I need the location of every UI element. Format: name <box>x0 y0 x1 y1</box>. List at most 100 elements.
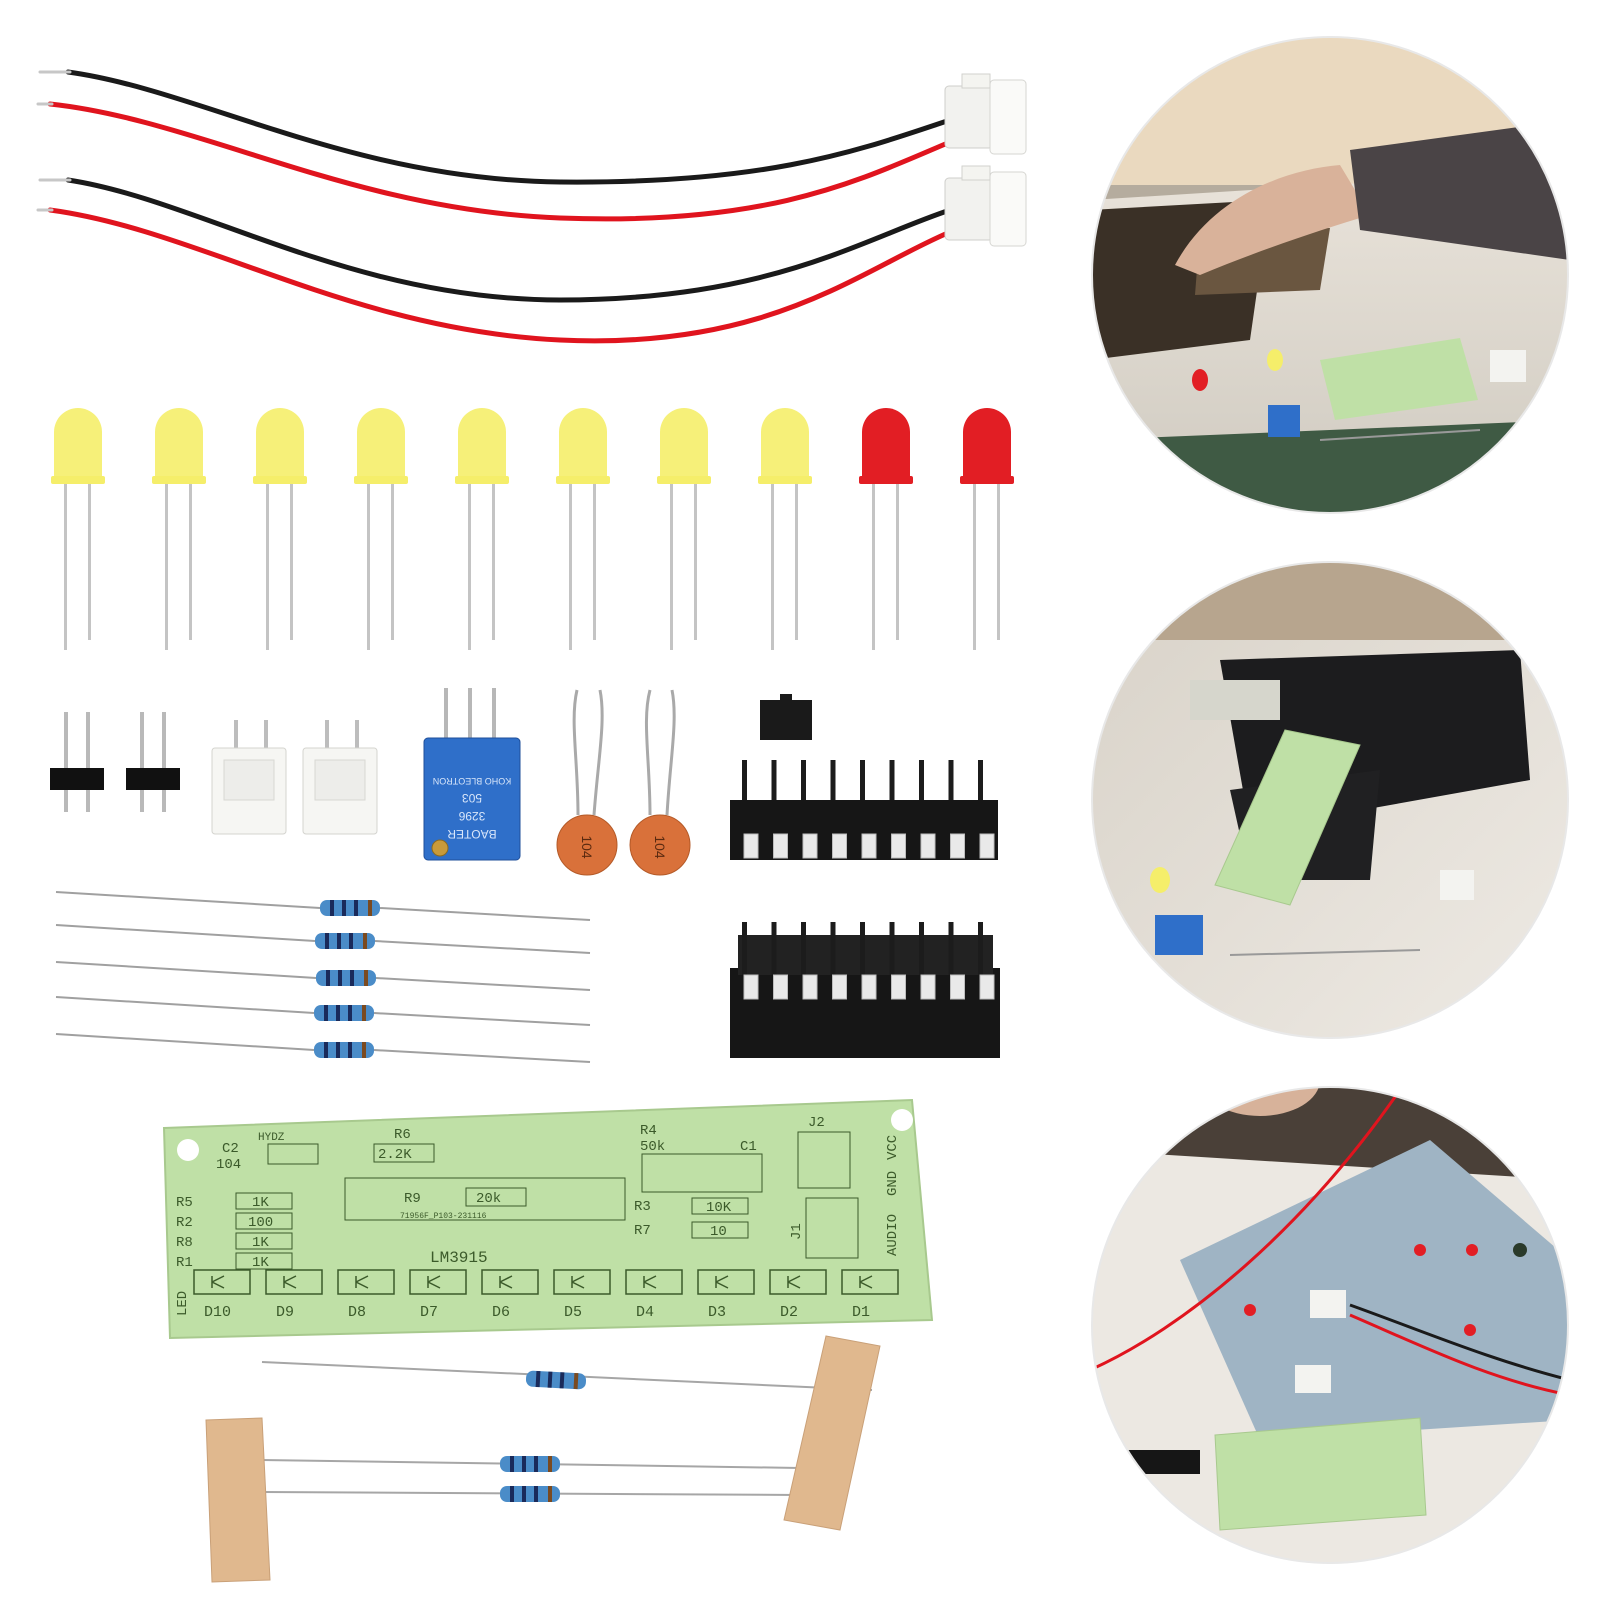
socket-pin <box>919 760 924 800</box>
socket-pin <box>743 833 759 859</box>
ref-ic: LM3915 <box>430 1249 488 1267</box>
ref-c2-value: 104 <box>216 1157 241 1173</box>
ref-j2: J2 <box>808 1115 825 1131</box>
ref-r7-value: 10 <box>710 1224 727 1240</box>
pcb-led-footprint: D2 <box>769 1269 827 1321</box>
ref-hydz: HYDZ <box>258 1132 285 1144</box>
socket-pin <box>861 974 877 1000</box>
ref-r1-value: 1K <box>252 1255 269 1271</box>
socket-pin <box>861 833 877 859</box>
pcb-led-label: D5 <box>564 1304 582 1321</box>
ref-r5-value: 1K <box>252 1195 269 1211</box>
photo-circle-enclosure <box>1091 561 1569 1039</box>
socket-pin <box>920 974 936 1000</box>
wire-harness-1 <box>36 69 1027 222</box>
ref-r4: R4 <box>640 1123 657 1139</box>
black-wire <box>65 177 953 303</box>
yellow-led <box>253 408 307 650</box>
socket-pin <box>773 833 788 859</box>
hand <box>1200 1087 1320 1116</box>
yellow-led <box>455 408 509 650</box>
ref-r3: R3 <box>634 1199 651 1215</box>
socket-pin <box>919 922 924 975</box>
pcb-led-label: D1 <box>852 1304 870 1321</box>
resistor <box>55 996 591 1026</box>
socket-pin <box>771 922 777 975</box>
trimmer-potentiometer: BAOTER 3296 503 KOHO BLEOTRON <box>423 688 521 861</box>
pcb-led-footprint: D3 <box>697 1269 755 1321</box>
socket-pin <box>742 760 747 800</box>
pcb-led-label: D10 <box>204 1304 231 1321</box>
lm3915-pcb: C2 104 HYDZ R6 2.2K R9 20k 71956F_P103-2… <box>162 1098 934 1340</box>
yellow-led <box>51 408 105 650</box>
resistor <box>55 961 591 991</box>
pcb-led-footprint: D1 <box>841 1269 899 1321</box>
ceramic-capacitor-1: 104 <box>556 689 618 876</box>
photo-circle-parts-layout <box>1091 1086 1569 1564</box>
yellow-led <box>758 408 812 650</box>
socket-pin <box>889 922 895 975</box>
ceramic-capacitor-2: 104 <box>629 689 691 876</box>
pcb-led-label: D9 <box>276 1304 294 1321</box>
pin-header-1 <box>50 712 104 812</box>
red-led <box>859 408 913 650</box>
trimmer-maker: KOHO BLEOTRON <box>433 776 512 786</box>
yellow-led <box>556 408 610 650</box>
pcb-led-footprint: D5 <box>553 1269 611 1321</box>
socket-pin <box>743 974 759 1000</box>
ref-c2: C2 <box>222 1141 239 1157</box>
taped-resistors <box>205 1335 881 1583</box>
socket-pin <box>830 922 836 975</box>
socket-pin <box>978 922 983 975</box>
capacitor-label: 104 <box>579 835 595 859</box>
xh-connector-1 <box>211 720 287 835</box>
pcb-led-footprint: D4 <box>625 1269 683 1321</box>
socket-pin <box>801 760 806 800</box>
socket-pin <box>979 974 995 1000</box>
socket-pin <box>771 760 777 800</box>
hand <box>1175 165 1370 275</box>
socket-pin <box>889 760 895 800</box>
resistor-stack <box>55 891 591 1063</box>
socket-pin <box>920 833 936 859</box>
jst-connector <box>944 165 1027 247</box>
ref-j1: J1 <box>789 1223 805 1240</box>
socket-pin <box>802 833 818 859</box>
ref-r6: R6 <box>394 1127 411 1143</box>
yellow-led <box>152 408 206 650</box>
yellow-led <box>657 408 711 650</box>
red-led <box>960 408 1014 650</box>
yellow-led <box>354 408 408 650</box>
paper-tape-right <box>783 1335 881 1531</box>
black-wire <box>65 69 953 185</box>
trimmer-value: 503 <box>462 791 482 805</box>
ic-socket-bottom <box>730 922 1000 1058</box>
pcb-led-label: D6 <box>492 1304 510 1321</box>
xh-connector-2 <box>302 720 378 835</box>
socket-pin <box>891 974 906 1000</box>
pcb-led-footprint: D9 <box>265 1269 323 1321</box>
sleeve <box>1350 120 1568 260</box>
ref-r9-value: 20k <box>476 1191 501 1207</box>
socket-pin <box>860 922 865 975</box>
trimmer-model: 3296 <box>458 809 485 823</box>
socket-pin <box>979 833 995 859</box>
pcb-led-label: D8 <box>348 1304 366 1321</box>
trimmer-brand: BAOTER <box>447 827 497 841</box>
ref-led: LED <box>175 1291 191 1316</box>
socket-pin <box>948 760 954 800</box>
pcb-led-label: D2 <box>780 1304 798 1321</box>
socket-pin <box>802 974 818 1000</box>
jst-connector <box>944 73 1027 155</box>
pcb <box>1214 1417 1427 1531</box>
led-row <box>51 408 1014 650</box>
pcb-led-footprint: D6 <box>481 1269 539 1321</box>
pcb-led-footprint: D10 <box>193 1269 251 1321</box>
socket-pin <box>950 833 965 859</box>
red-wire <box>47 101 953 222</box>
ref-vcc: VCC <box>885 1135 901 1160</box>
ref-r5: R5 <box>176 1195 193 1211</box>
socket-pin <box>773 974 788 1000</box>
